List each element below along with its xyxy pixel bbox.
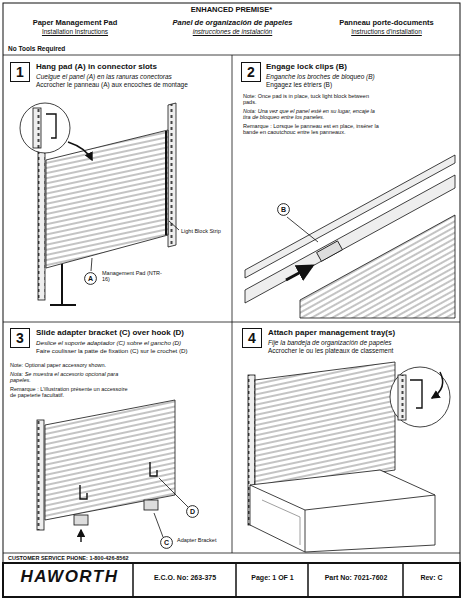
step-number-box: 2: [241, 62, 261, 82]
note-text: Note: Once pad is in place, tuck light b…: [243, 93, 383, 106]
step-title: Attach paper management tray(s): [268, 328, 458, 337]
header-text: Panel de organización de papeles: [160, 19, 305, 28]
callout-label: Management Pad (NTR-16): [102, 270, 162, 283]
callout-circle: D: [186, 505, 199, 518]
footer-cell: E.C.O. No: 263-375: [135, 574, 235, 582]
note-text: Nota: Se muestra el accesorio opcional p…: [10, 371, 130, 384]
step-subtitle: Cuelgue el panel (A) en las ranuras cone…: [36, 73, 228, 80]
footer-text: CUSTOMER SERVICE PHONE: 1-800-426-8562: [8, 555, 258, 561]
callout-letter: C: [164, 539, 169, 546]
header-text: Installation Instructions: [5, 28, 145, 35]
step-title: Engage lock clips (B): [266, 62, 456, 71]
note-text: Remarque : L'illustration présente un ac…: [10, 386, 130, 399]
step-subtitle: Faire coulisser la patte de fixation (C)…: [36, 347, 230, 354]
step-subtitle: Accrocher le panneau (A) aux encoches de…: [36, 81, 228, 88]
page-title: ENHANCED PREMISE*: [5, 6, 458, 15]
header-text: instrucciones de instalación: [160, 28, 305, 35]
header-text: Paper Management Pad: [5, 19, 145, 28]
step-subtitle: Engagez les étriers (B): [266, 81, 456, 88]
step-number: 1: [16, 65, 24, 79]
note-text: No Tools Required: [8, 45, 158, 52]
callout-letter: D: [190, 508, 195, 515]
step-title: Hang pad (A) in connector slots: [36, 62, 228, 71]
callout-label: Light Block Strip: [181, 228, 226, 234]
brand-logo: HAWORTH: [8, 567, 131, 587]
step-number: 2: [247, 65, 255, 79]
step-number: 3: [16, 331, 24, 345]
step-subtitle: Deslice el soporte adaptador (C) sobre e…: [36, 339, 230, 346]
footer-cell: Rev: C: [405, 574, 458, 582]
footer-cell: Part No: 7021-7602: [310, 574, 402, 582]
step-number-box: 3: [10, 328, 30, 348]
step-subtitle: Accrocher le ou les plateaux de classeme…: [268, 347, 458, 354]
callout-letter: B: [281, 206, 286, 213]
step-title: Slide adapter bracket (C) over hook (D): [36, 328, 230, 337]
callout-label: Adapter Bracket: [177, 537, 222, 543]
callout-circle: C: [160, 536, 173, 549]
callout-letter: A: [88, 275, 93, 282]
step-number: 4: [248, 331, 256, 345]
step-subtitle: Enganche los broches de bloqueo (B): [266, 73, 456, 80]
note-text: Nota: Una vez que el panel esté en su lu…: [243, 108, 383, 121]
note-text: Remarque : Lorsque le panneau est en pla…: [243, 123, 383, 136]
step-subtitle: Fije la bandeja de organización de papel…: [268, 339, 458, 346]
note-text: Note: Optional paper accessory shown.: [10, 362, 130, 368]
header-text: Panneau porte-documents: [315, 19, 458, 28]
step-number-box: 4: [242, 328, 262, 348]
footer-cell: Page: 1 OF 1: [238, 574, 307, 582]
callout-circle: B: [277, 203, 290, 216]
step-number-box: 1: [10, 62, 30, 82]
callout-circle: A: [84, 272, 97, 285]
header-text: Instructions d'installation: [315, 28, 458, 35]
